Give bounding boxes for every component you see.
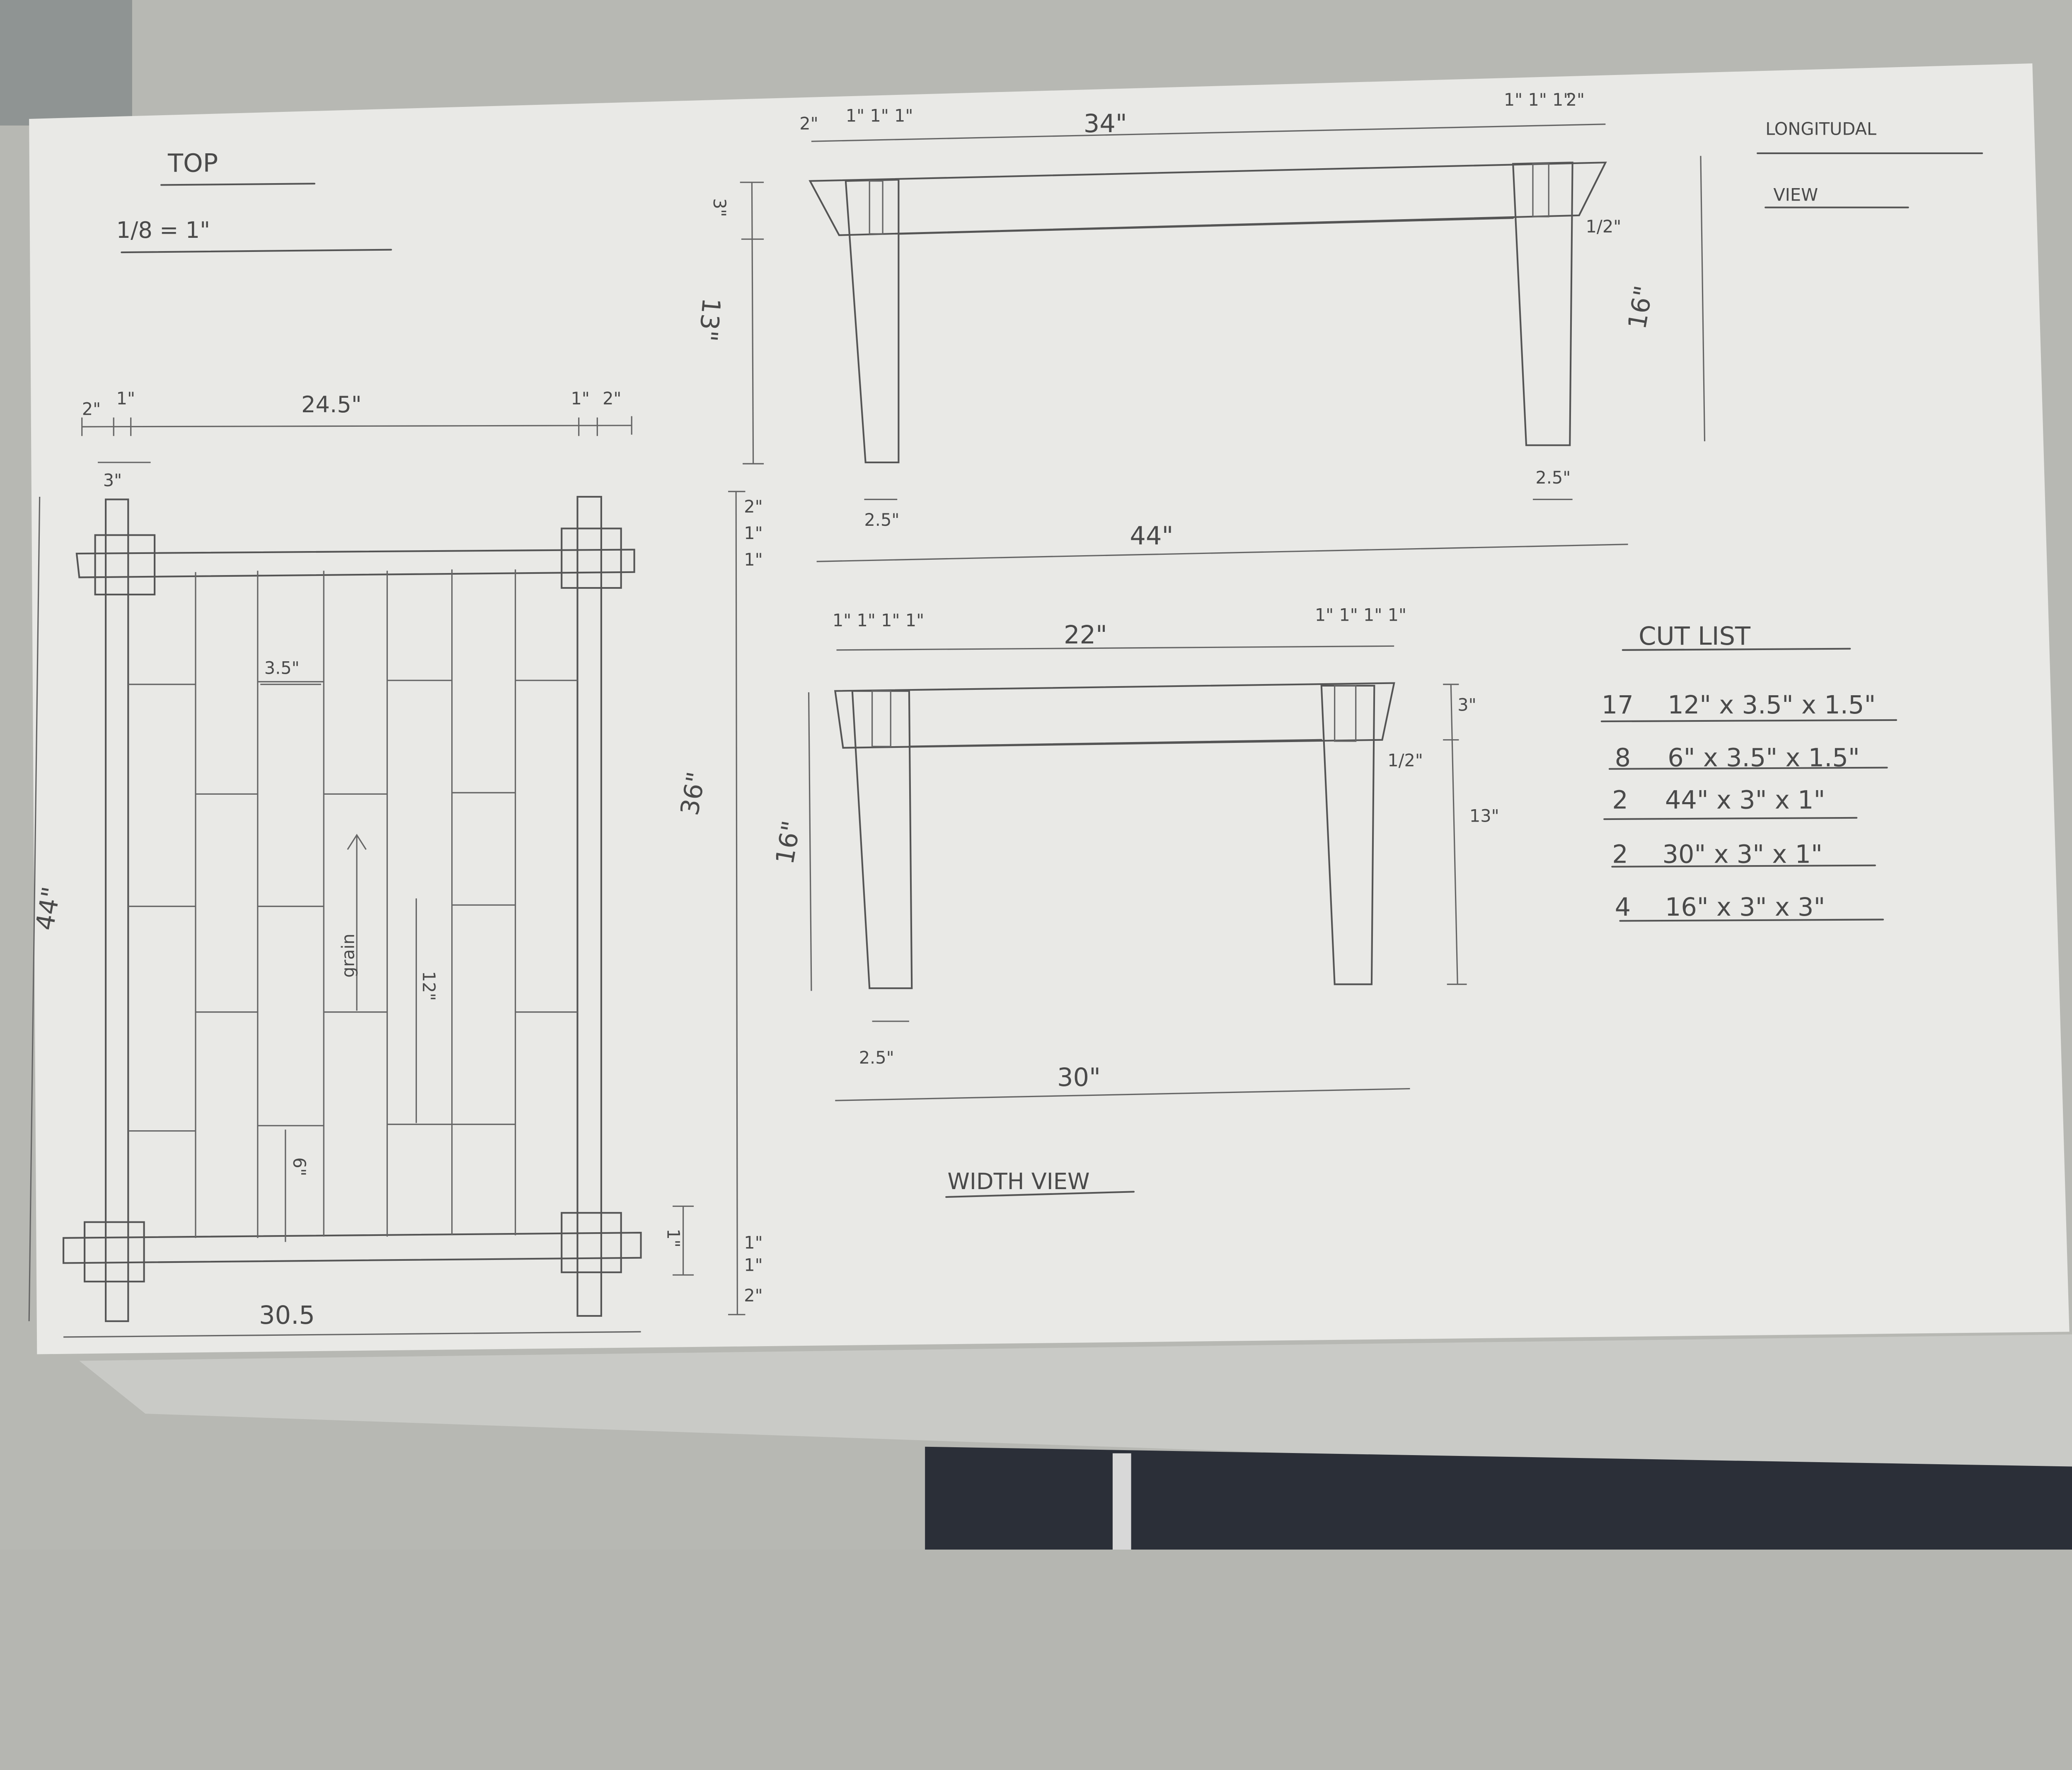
dim-label: 12" (419, 971, 438, 1001)
cut-list-item: 2 44" x 3" x 1" (1603, 786, 1858, 820)
dim-label: 13" (1469, 806, 1499, 826)
cut-qty: 4 (1615, 893, 1631, 922)
dim-label: 1" (571, 389, 590, 409)
dim-label: 22" (1064, 621, 1107, 650)
paper-sheet (29, 63, 2070, 1354)
cut-qty: 2 (1612, 840, 1628, 869)
cut-list-item: 4 16" x 3" x 3" (1615, 893, 1884, 922)
cut-qty: 2 (1612, 786, 1628, 815)
table-edge (79, 1334, 2072, 1480)
dim-label: 13" (693, 297, 726, 343)
grain-label: grain (339, 933, 358, 978)
longitudinal-view: LONGITUDAL VIEW 2" 1" 1" 1" 34" 1" 1" 1"… (693, 90, 1983, 562)
dim-label: 2.5" (859, 1048, 894, 1068)
dim-label: 30" (1057, 1063, 1101, 1092)
dim-label: 2" (744, 497, 762, 517)
dim-label: 44" (1130, 522, 1173, 551)
cut-size: 16" x 3" x 3" (1665, 893, 1825, 922)
longitudinal-view-subtitle: VIEW (1773, 185, 1818, 205)
dim-label: 2" (744, 1286, 762, 1306)
grain-arrow-icon (347, 834, 367, 850)
dim-label: 2" (82, 399, 101, 419)
dim-label: 1" (744, 1233, 762, 1253)
dim-label: 1" 1" 1" 1" (833, 610, 924, 630)
width-view-title: WIDTH VIEW (947, 1168, 1089, 1195)
dim-label: 34" (1084, 109, 1127, 138)
drawing-photo: TOP 1/8 = 1" 2" 1" 24.5" 1" 2" 3" 3.5" (0, 0, 2072, 1550)
scale-note: 1/8 = 1" (116, 217, 210, 243)
dim-label: 1" (744, 1255, 762, 1275)
dim-label: 1" 1" 1" (846, 106, 913, 126)
dim-label: 3" (1457, 695, 1476, 715)
dim-label: 2" (1566, 90, 1585, 110)
cut-list: CUT LIST 17 12" x 3.5" x 1.5" 8 6" x 3.5… (1600, 622, 1897, 922)
dim-label: 2.5" (1535, 468, 1571, 488)
dim-label: 2.5" (864, 510, 899, 530)
cut-list-title: CUT LIST (1639, 622, 1751, 651)
top-view-title: TOP (167, 149, 218, 178)
dim-label: 6" (289, 1157, 309, 1176)
dim-label: 1/2" (1586, 217, 1622, 237)
dim-label: 30.5 (259, 1301, 315, 1330)
cut-qty: 8 (1615, 743, 1631, 772)
dim-label: 3" (103, 470, 122, 490)
top-view: TOP 1/8 = 1" 2" 1" 24.5" 1" 2" 3" 3.5" (28, 149, 694, 1338)
dim-label: 3.5" (264, 658, 300, 678)
dim-label: 1" (744, 523, 762, 543)
dim-label: 1" (663, 1229, 683, 1248)
cut-list-item: 17 12" x 3.5" x 1.5" (1600, 691, 1897, 723)
cut-list-item: 2 30" x 3" x 1" (1611, 840, 1876, 869)
dim-label: 1" 1" 1" (1504, 90, 1571, 110)
longitudinal-view-title: LONGITUDAL (1765, 119, 1876, 139)
dim-label: 3" (709, 198, 729, 217)
cut-size: 44" x 3" x 1" (1665, 786, 1825, 815)
overall-length-dimension: 2" 1" 1" 36" 1" 1" 2" (675, 491, 763, 1315)
cut-list-item: 8 6" x 3.5" x 1.5" (1608, 743, 1888, 772)
dim-label: 2" (799, 114, 818, 133)
floor-shadow (925, 1446, 2072, 1550)
dim-label: 1/2" (1387, 750, 1423, 770)
width-view: 1" 1" 1" 1" 22" 1" 1" 1" 1" 1/2" 3" 13" … (770, 605, 1499, 1198)
dim-label: 1" (116, 389, 135, 409)
cut-size: 12" x 3.5" x 1.5" (1668, 691, 1876, 720)
chair-leg (1112, 1453, 1131, 1550)
dim-label: 24.5" (301, 392, 362, 418)
background-corner (0, 0, 132, 126)
cut-qty: 17 (1602, 691, 1634, 720)
dim-label: 2" (603, 389, 621, 409)
cut-size: 30" x 3" x 1" (1662, 840, 1822, 869)
dim-label: 1" (744, 550, 762, 570)
dim-label: 1" 1" 1" 1" (1315, 605, 1406, 625)
